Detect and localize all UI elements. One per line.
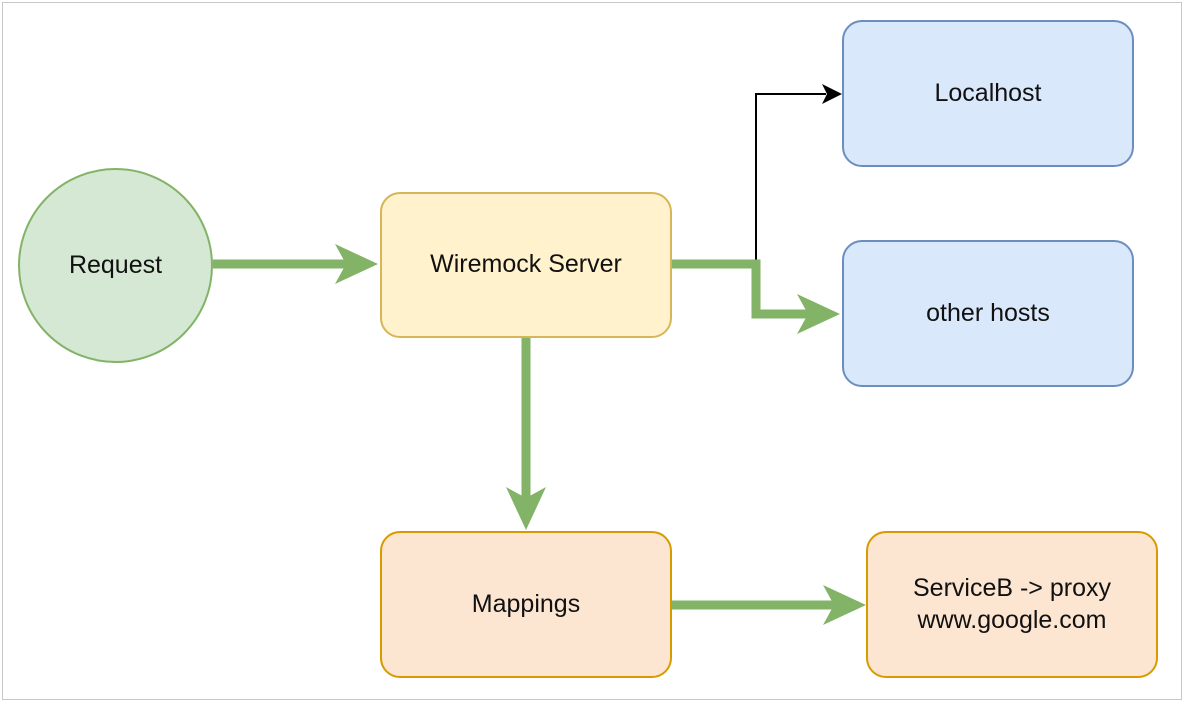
edge-mappings-to-serviceb-proxy <box>672 585 866 625</box>
node-request: Request <box>18 168 213 363</box>
node-other-hosts: other hosts <box>842 240 1134 387</box>
node-wiremock-server-label: Wiremock Server <box>430 250 622 279</box>
edge-request-to-wiremock-server <box>213 244 378 284</box>
node-wiremock-server: Wiremock Server <box>380 192 672 338</box>
edge-wiremock-server-to-localhost <box>672 84 842 265</box>
node-localhost: Localhost <box>842 20 1134 167</box>
node-mappings-label: Mappings <box>471 589 581 618</box>
node-request-label: Request <box>68 250 163 279</box>
node-other-hosts-label: other hosts <box>926 298 1050 327</box>
node-mappings: Mappings <box>380 531 672 678</box>
node-serviceb-proxy-label: ServiceB -> proxy www.google.com <box>913 574 1111 634</box>
edge-wiremock-server-to-other-hosts <box>672 259 840 334</box>
edge-wiremock-server-to-mappings <box>506 338 546 530</box>
node-localhost-label: Localhost <box>934 78 1042 107</box>
node-serviceb-proxy: ServiceB -> proxy www.google.com <box>866 531 1158 678</box>
